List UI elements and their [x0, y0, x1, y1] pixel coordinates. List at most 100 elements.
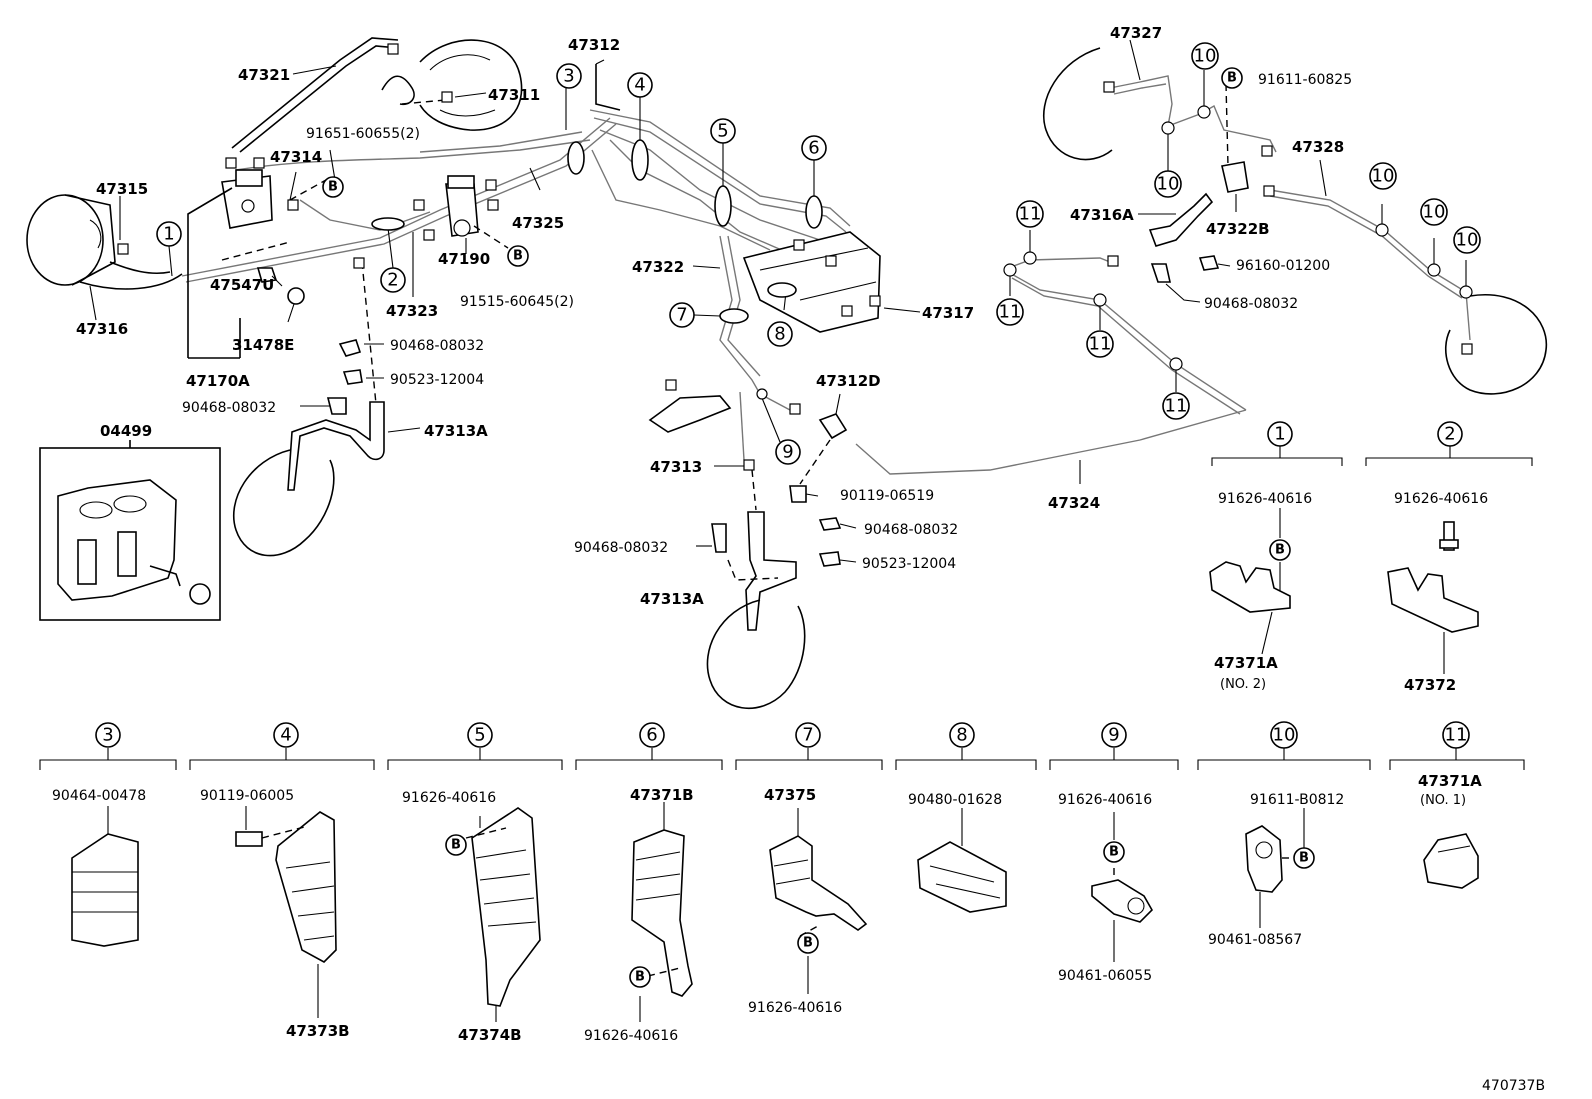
label-detail1-bolt[interactable]: 91626-40616 [1218, 491, 1312, 507]
label-47547U[interactable]: 47547U [210, 276, 274, 294]
label-detail5-bolt[interactable]: 91626-40616 [402, 790, 496, 806]
label-91611-60825[interactable]: 91611-60825 [1258, 72, 1352, 88]
bolt-marker-b[interactable]: B [1269, 539, 1291, 561]
detail-header-10[interactable]: 10 [1270, 721, 1298, 749]
detail-header-1[interactable]: 1 [1267, 421, 1293, 447]
label-90468-08032-e[interactable]: 90468-08032 [1204, 296, 1298, 312]
label-detail11-47371A[interactable]: 47371A [1418, 772, 1482, 790]
svg-text:3: 3 [102, 725, 113, 746]
label-detail6-47371B[interactable]: 47371B [630, 786, 694, 804]
bolt-marker-b[interactable]: B [322, 176, 344, 198]
label-detail7-47375[interactable]: 47375 [764, 786, 816, 804]
callout-7-center[interactable]: 7 [669, 302, 749, 328]
callout-2-left[interactable]: 2 [371, 217, 406, 293]
callout-11-d[interactable]: 11 [1162, 392, 1190, 420]
label-detail8-part[interactable]: 90480-01628 [908, 792, 1002, 808]
label-47312[interactable]: 47312 [568, 36, 620, 54]
label-47322B[interactable]: 47322B [1206, 220, 1270, 238]
label-31478E[interactable]: 31478E [232, 336, 294, 354]
callout-11-b[interactable]: 11 [996, 298, 1024, 326]
label-detail4-bolt[interactable]: 90119-06005 [200, 788, 294, 804]
bolt-marker-b[interactable]: B [1103, 841, 1125, 863]
label-47322[interactable]: 47322 [632, 258, 684, 276]
callout-11-c[interactable]: 11 [1086, 330, 1114, 358]
bolt-marker-b[interactable]: B [507, 245, 529, 267]
diagram-id: 470737B [1482, 1078, 1545, 1094]
label-47190[interactable]: 47190 [438, 250, 490, 268]
label-47316[interactable]: 47316 [76, 320, 128, 338]
bolt-marker-b[interactable]: B [629, 966, 651, 988]
bolt-marker-b[interactable]: B [1221, 67, 1243, 89]
label-detail7-bolt[interactable]: 91626-40616 [748, 1000, 842, 1016]
label-detail9-clip[interactable]: 90461-06055 [1058, 968, 1152, 984]
detail-header-4[interactable]: 4 [273, 722, 299, 748]
label-90468-08032-d[interactable]: 90468-08032 [574, 540, 668, 556]
detail-header-7[interactable]: 7 [795, 722, 821, 748]
label-detail3-part[interactable]: 90464-00478 [52, 788, 146, 804]
label-90468-08032-b[interactable]: 90468-08032 [182, 400, 276, 416]
label-96160-01200[interactable]: 96160-01200 [1236, 258, 1330, 274]
svg-text:11: 11 [1165, 396, 1188, 417]
label-90119-06519[interactable]: 90119-06519 [840, 488, 934, 504]
label-detail4-47373B[interactable]: 47373B [286, 1022, 350, 1040]
label-47313[interactable]: 47313 [650, 458, 702, 476]
label-detail10-clip[interactable]: 90461-08567 [1208, 932, 1302, 948]
label-detail2-bolt[interactable]: 91626-40616 [1394, 491, 1488, 507]
callout-5-top[interactable]: 5 [710, 118, 736, 227]
detail-header-6[interactable]: 6 [639, 722, 665, 748]
detail-header-9[interactable]: 9 [1101, 722, 1127, 748]
label-47327[interactable]: 47327 [1110, 24, 1162, 42]
label-47324[interactable]: 47324 [1048, 494, 1100, 512]
label-47321[interactable]: 47321 [238, 66, 290, 84]
svg-text:B: B [635, 970, 645, 985]
bolt-marker-b[interactable]: B [1293, 847, 1315, 869]
callout-8-center[interactable]: 8 [767, 282, 797, 347]
bolt-marker-b[interactable]: B [797, 932, 819, 954]
svg-text:10: 10 [1273, 725, 1296, 746]
label-90523-12004-a[interactable]: 90523-12004 [390, 372, 484, 388]
label-detail10-bolt[interactable]: 91611-B0812 [1250, 792, 1344, 808]
label-47170A[interactable]: 47170A [186, 372, 250, 390]
label-47323[interactable]: 47323 [386, 302, 438, 320]
callout-11-a[interactable]: 11 [1016, 200, 1044, 228]
label-91651-60655[interactable]: 91651-60655(2) [306, 126, 420, 142]
callout-10-a[interactable]: 10 [1191, 42, 1219, 70]
detail-header-8[interactable]: 8 [949, 722, 975, 748]
svg-text:6: 6 [808, 138, 819, 159]
detail-header-3[interactable]: 3 [95, 722, 121, 748]
label-detail5-47374B[interactable]: 47374B [458, 1026, 522, 1044]
label-47312D[interactable]: 47312D [816, 372, 881, 390]
callout-10-e[interactable]: 10 [1453, 226, 1481, 254]
callout-3-top[interactable]: 3 [556, 63, 585, 175]
label-47311[interactable]: 47311 [488, 86, 540, 104]
callout-1-left[interactable]: 1 [156, 221, 182, 277]
callout-10-b[interactable]: 10 [1154, 170, 1182, 198]
svg-text:11: 11 [1089, 334, 1112, 355]
label-detail9-bolt[interactable]: 91626-40616 [1058, 792, 1152, 808]
label-detail1-47371A[interactable]: 47371A [1214, 654, 1278, 672]
label-91515-60645[interactable]: 91515-60645(2) [460, 294, 574, 310]
detail-header-2[interactable]: 2 [1437, 421, 1463, 447]
detail-header-11[interactable]: 11 [1442, 721, 1470, 749]
label-90523-12004-b[interactable]: 90523-12004 [862, 556, 956, 572]
label-detail6-bolt[interactable]: 91626-40616 [584, 1028, 678, 1044]
label-47316A[interactable]: 47316A [1070, 206, 1134, 224]
callout-6-top[interactable]: 6 [801, 135, 827, 229]
bolt-marker-b[interactable]: B [445, 834, 467, 856]
label-47313A-left[interactable]: 47313A [424, 422, 488, 440]
label-47328[interactable]: 47328 [1292, 138, 1344, 156]
callout-10-d[interactable]: 10 [1420, 198, 1448, 226]
label-90468-08032-a[interactable]: 90468-08032 [390, 338, 484, 354]
callout-4-top[interactable]: 4 [627, 72, 653, 181]
callout-10-c[interactable]: 10 [1369, 162, 1397, 190]
detail-header-5[interactable]: 5 [467, 722, 493, 748]
label-detail2-47372[interactable]: 47372 [1404, 676, 1456, 694]
label-47315[interactable]: 47315 [96, 180, 148, 198]
callout-9-center[interactable]: 9 [756, 388, 801, 465]
label-90468-08032-c[interactable]: 90468-08032 [864, 522, 958, 538]
label-47325[interactable]: 47325 [512, 214, 564, 232]
label-47313A-center[interactable]: 47313A [640, 590, 704, 608]
label-47317[interactable]: 47317 [922, 304, 974, 322]
label-47314[interactable]: 47314 [270, 148, 322, 166]
label-04499[interactable]: 04499 [100, 422, 152, 440]
